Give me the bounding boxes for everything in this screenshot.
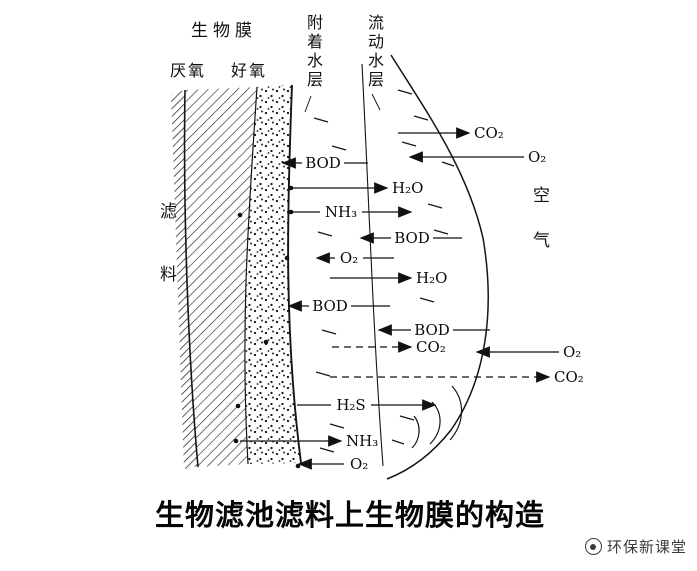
label-nh3-low: NH₃ xyxy=(346,432,378,450)
attached-flowing-separator-line xyxy=(361,63,384,467)
label-bod-3: BOD xyxy=(312,297,348,315)
label-o2-in-top: O₂ xyxy=(528,148,546,166)
annotation-o2-in-top: O₂ xyxy=(408,148,546,166)
anaerobic-layer-label: 厌氧 xyxy=(170,61,207,80)
annotation-h2o-out-2: H₂O xyxy=(330,269,447,287)
aerobic-layer-band xyxy=(244,85,301,464)
label-o2-low: O₂ xyxy=(350,455,368,473)
attached-water-leader-line xyxy=(304,95,312,113)
label-bod-2: BOD xyxy=(394,229,430,247)
aerobic-layer-label: 好氧 xyxy=(231,61,268,80)
label-h2o-2: H₂O xyxy=(416,269,447,287)
annotation-nh3-out-1: NH₃ xyxy=(292,203,413,221)
filter-media-label: 滤料 xyxy=(156,202,176,328)
annotation-h2o-out-1: H₂O xyxy=(292,179,423,197)
label-h2o-1: H₂O xyxy=(392,179,423,197)
anaerobic-layer-band xyxy=(185,87,257,467)
watermark-text: 环保新课堂 xyxy=(606,538,687,556)
annotation-bod-in-4: BOD xyxy=(377,321,490,339)
annotation-o2-in-mid: O₂ xyxy=(315,249,394,267)
annotation-h2s-out: H₂S xyxy=(297,396,437,414)
flowing-water-leader-line xyxy=(371,93,381,111)
annotation-bod-in-2: BOD xyxy=(359,229,462,247)
flowing-water-layer-label: 流动水层 xyxy=(365,14,384,90)
annotation-co2-out-low: CO₂ xyxy=(330,368,584,386)
annotation-co2-out-top: CO₂ xyxy=(398,124,504,142)
layer-boundaries xyxy=(183,54,489,480)
annotation-bod-in-3: BOD xyxy=(287,297,390,315)
anaerobic-aerobic-boundary-line xyxy=(244,86,258,465)
filter-media-edge-line xyxy=(183,89,199,468)
transfer-annotations: CO₂ O₂ BOD H₂O NH₃ xyxy=(240,124,584,473)
flow-dash-marks xyxy=(313,89,455,453)
annotation-bod-in-1: BOD xyxy=(281,154,368,172)
label-h2s: H₂S xyxy=(336,396,365,414)
annotation-o2-in-right: O₂ xyxy=(475,343,581,361)
watermark: 环保新课堂 xyxy=(584,536,687,557)
biofilm-label: 生物膜 xyxy=(191,21,257,41)
biofilm-surface-line xyxy=(287,84,302,464)
annotation-nh3-out-low: NH₃ xyxy=(240,432,378,450)
label-bod-4: BOD xyxy=(414,321,450,339)
label-co2-mid: CO₂ xyxy=(416,338,446,356)
air-label: 空气 xyxy=(529,186,549,276)
label-nh3-1: NH₃ xyxy=(325,203,357,221)
label-o2-mid: O₂ xyxy=(340,249,358,267)
annotation-co2-out-mid: CO₂ xyxy=(332,338,446,356)
flowing-water-outer-boundary-line xyxy=(386,54,489,480)
watermark-logo-icon xyxy=(584,538,602,555)
label-o2-right: O₂ xyxy=(563,343,581,361)
diagram-title: 生物滤池滤料上生物膜的构造 xyxy=(154,498,545,532)
label-bod-1: BOD xyxy=(305,154,341,172)
label-co2-low: CO₂ xyxy=(554,368,584,386)
attached-water-layer-label: 附着水层 xyxy=(304,14,323,90)
label-co2-out-top: CO₂ xyxy=(474,124,504,142)
annotation-o2-in-low: O₂ xyxy=(297,455,368,473)
water-contour-lines xyxy=(411,385,463,449)
